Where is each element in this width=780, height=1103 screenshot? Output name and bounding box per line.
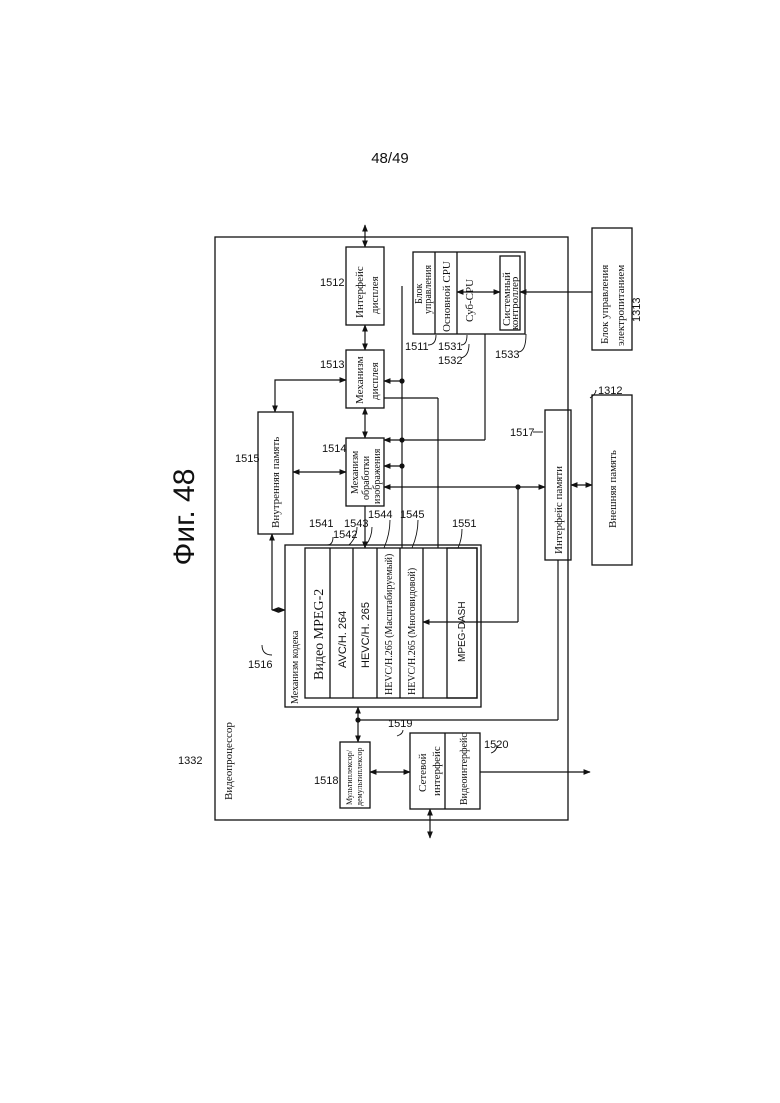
label-display-engine-1: Механизм: [354, 356, 366, 404]
ref-1312: 1312: [598, 385, 622, 397]
label-power-control-2: электропитанием: [615, 265, 627, 346]
label-memory-interface: Интерфейс памяти: [553, 466, 565, 554]
ref-1551: 1551: [452, 518, 476, 530]
ref-1518: 1518: [314, 775, 338, 787]
ref-1545: 1545: [400, 509, 424, 521]
label-mux-demux-2: демультиплексор: [355, 747, 364, 806]
ref-1313: 1313: [631, 298, 643, 322]
label-mpeg-dash: MPEG-DASH: [457, 601, 468, 662]
label-internal-memory: Внутренняя память: [270, 437, 282, 528]
label-hevc-scalable: HEVC/H.265 (Масштабируемый): [384, 554, 395, 695]
label-display-engine-2: дисплея: [369, 362, 381, 400]
label-codec-engine: Механизм кодека: [290, 630, 301, 704]
ref-1542: 1542: [333, 529, 357, 541]
label-network-interface-1: Сетевой: [417, 753, 429, 792]
ref-1541: 1541: [309, 518, 333, 530]
label-hevc: HEVC/H. 265: [360, 602, 372, 668]
ref-1531: 1531: [438, 341, 462, 353]
label-mpeg2: Видео MPEG-2: [312, 589, 327, 680]
label-videoprocessor: Видеопроцессор: [223, 722, 235, 800]
ref-1533: 1533: [495, 349, 519, 361]
label-network-interface-2: интерфейс: [431, 746, 443, 796]
label-avc: AVC/H. 264: [337, 611, 349, 668]
ref-1512: 1512: [320, 277, 344, 289]
label-system-controller-2: контроллер: [509, 276, 521, 330]
label-image-processing-2: обработки: [361, 455, 372, 500]
ref-1514: 1514: [322, 443, 346, 455]
ref-1544: 1544: [368, 509, 392, 521]
label-image-processing-1: Механизм: [350, 450, 361, 494]
label-sub-cpu: Суб-CPU: [464, 279, 476, 322]
ref-1517: 1517: [510, 427, 534, 439]
ref-1332: 1332: [178, 755, 202, 767]
label-external-memory: Внешняя память: [607, 450, 619, 528]
ref-1516: 1516: [248, 659, 272, 671]
label-main-cpu: Основной CPU: [441, 261, 453, 332]
ref-1513: 1513: [320, 359, 344, 371]
label-display-interface-2: дисплея: [369, 276, 381, 314]
label-image-processing-3: изображения: [372, 448, 383, 504]
ref-1515: 1515: [235, 453, 259, 465]
ref-1543: 1543: [344, 518, 368, 530]
label-display-interface-1: Интерфейс: [354, 266, 366, 318]
ref-1532: 1532: [438, 355, 462, 367]
label-video-interface: Видеоинтерфейс: [459, 733, 470, 805]
ref-1520: 1520: [484, 739, 508, 751]
label-control-block-2: управления: [423, 264, 434, 314]
label-hevc-multiview: HEVC/H.265 (Многовидовой): [407, 568, 418, 695]
label-mux-demux-1: Мультиплексор/: [345, 749, 354, 805]
ref-1519: 1519: [388, 718, 412, 730]
ref-1511: 1511: [405, 341, 429, 353]
label-power-control-1: Блок управления: [599, 265, 611, 344]
